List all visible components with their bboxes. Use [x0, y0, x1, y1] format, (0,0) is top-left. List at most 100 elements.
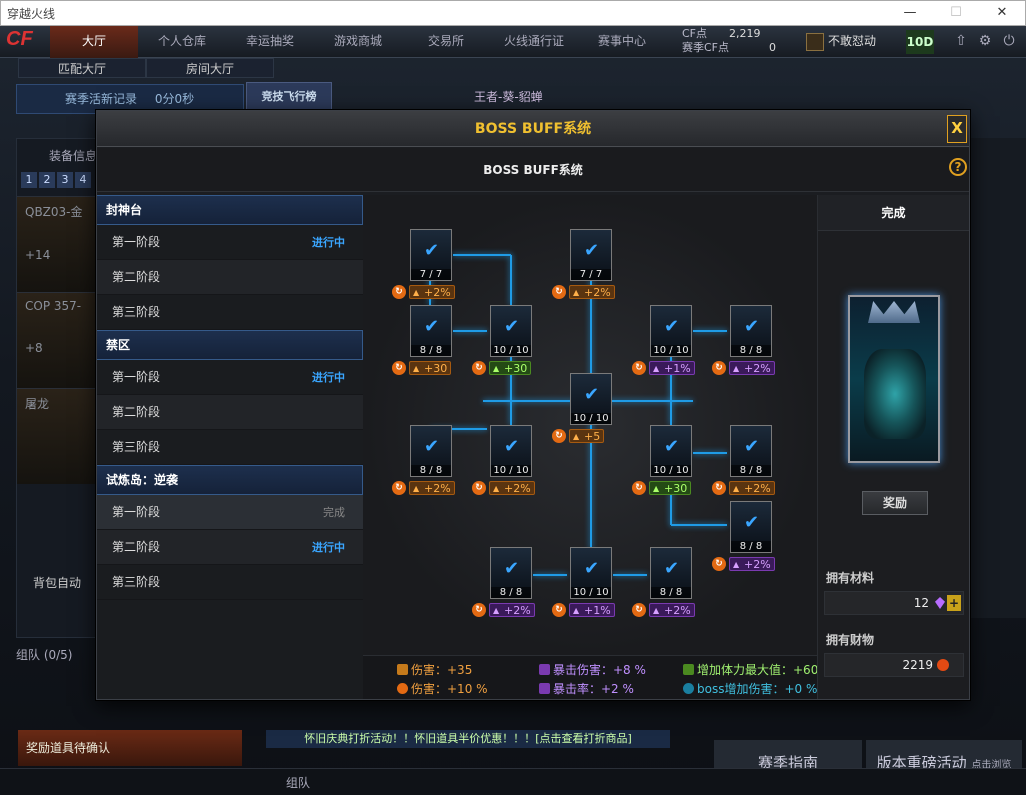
nav-shop[interactable]: 游戏商城 — [333, 34, 382, 48]
power-icon[interactable]: ⏻ — [1003, 33, 1015, 49]
add-material-button[interactable]: + — [947, 595, 961, 611]
nav-lucky-draw[interactable]: 幸运抽奖 — [245, 34, 294, 48]
cf-label: CF点 — [682, 27, 708, 40]
stage-item[interactable]: 第一阶段进行中 — [97, 225, 363, 260]
stage-status: 完成 — [323, 506, 345, 519]
node-portrait: ✔10 / 10 — [570, 373, 612, 425]
buff-node[interactable]: ✔8 / 8 ↻+30 — [392, 305, 454, 376]
buff-node[interactable]: ✔8 / 8 ↻+2% — [632, 547, 695, 618]
buff-value: +2% — [729, 361, 775, 376]
cf-logo[interactable]: CF — [6, 28, 33, 50]
upgrade-icon: ↻ — [392, 361, 406, 375]
weapon-slot[interactable]: QBZ03-金+14 — [17, 196, 97, 292]
rank-board-button[interactable]: 竞技飞行榜 — [246, 82, 332, 112]
crit-damage-icon — [539, 664, 550, 675]
summary-text: 伤害：+35 — [411, 663, 473, 677]
stage-item[interactable]: 第三阶段 — [97, 565, 363, 600]
buff-node[interactable]: ✔10 / 10 ↻+30 — [632, 425, 694, 496]
buff-node[interactable]: ✔10 / 10 ↻+30 — [472, 305, 534, 376]
award-confirm-bar[interactable]: 奖励道具待确认 — [18, 730, 242, 766]
weapon-slot[interactable]: 屠龙 — [17, 388, 97, 484]
node-portrait: ✔8 / 8 — [730, 425, 772, 477]
bag-auto-label[interactable]: 背包自动 — [33, 576, 82, 590]
weapon-name: 屠龙 — [25, 397, 50, 411]
equipment-header: 装备信息 — [49, 149, 98, 163]
stage-item[interactable]: 第一阶段完成 — [97, 495, 363, 530]
stage-item[interactable]: 第三阶段 — [97, 430, 363, 465]
node-count: 10 / 10 — [491, 465, 531, 476]
dialog-title: BOSS BUFF系统 — [97, 111, 969, 147]
buff-node[interactable]: ✔8 / 8 ↻+2% — [472, 547, 535, 618]
loadout-tab[interactable]: 1 — [21, 172, 37, 188]
node-count: 8 / 8 — [651, 587, 691, 598]
stage-group-header[interactable]: 封神台 — [97, 195, 363, 225]
buff-node[interactable]: ✔7 / 7 ↻+2% — [552, 229, 615, 300]
season-record-value: 0分0秒 — [154, 92, 195, 106]
stage-group-header[interactable]: 禁区 — [97, 330, 363, 360]
stage-group: 第一阶段完成 第二阶段进行中 第三阶段 — [97, 495, 363, 600]
summary-item: boss增加伤害：+0 % — [683, 680, 817, 697]
gear-icon[interactable]: ⚙ — [978, 33, 992, 49]
news-ticker[interactable]: 怀旧庆典打折活动！！怀旧道具半价优惠！！！[点击查看打折商品] — [266, 730, 670, 748]
nav-events[interactable]: 赛事中心 — [597, 34, 646, 48]
loadout-tab[interactable]: 4 — [75, 172, 91, 188]
buff-node[interactable]: ✔10 / 10 ↻+1% — [552, 547, 615, 618]
dialog-close-button[interactable]: X — [947, 115, 967, 143]
season-cf-label: 赛季CF点 — [682, 41, 730, 54]
nav-pass[interactable]: 火线通行证 — [503, 34, 564, 48]
buff-node[interactable]: ✔8 / 8 ↻+2% — [712, 501, 775, 572]
tab-match-lobby[interactable]: 匹配大厅 — [18, 58, 146, 78]
node-buff: ↻+30 — [632, 481, 692, 496]
buff-node[interactable]: ✔8 / 8 ↻+2% — [392, 425, 455, 496]
node-portrait: ✔7 / 7 — [570, 229, 612, 281]
stage-item[interactable]: 第二阶段进行中 — [97, 530, 363, 565]
upgrade-icon: ↻ — [632, 361, 646, 375]
stage-label: 第三阶段 — [112, 305, 161, 319]
node-count: 8 / 8 — [731, 345, 771, 356]
node-buff: ↻+2% — [552, 285, 615, 300]
node-portrait: ✔8 / 8 — [730, 501, 772, 553]
summary-text: 暴击伤害：+8 % — [553, 663, 646, 677]
help-icon[interactable]: ? — [949, 158, 967, 176]
close-window-button[interactable]: ✕ — [996, 5, 1008, 20]
stage-item[interactable]: 第一阶段进行中 — [97, 360, 363, 395]
player-level[interactable]: 10D — [906, 30, 934, 54]
node-portrait: ✔8 / 8 — [410, 425, 452, 477]
nav-lobby[interactable]: 大厅 — [50, 26, 138, 58]
player-rank[interactable]: 不敢怼动 — [806, 32, 876, 51]
upgrade-icon: ↻ — [712, 481, 726, 495]
node-portrait: ✔8 / 8 — [650, 547, 692, 599]
claim-reward-button[interactable]: 奖励 — [862, 491, 928, 515]
loadout-tab[interactable]: 3 — [57, 172, 73, 188]
node-count: 8 / 8 — [491, 587, 531, 598]
buff-value: +1% — [569, 603, 615, 618]
node-count: 10 / 10 — [491, 345, 531, 356]
loadout-tab[interactable]: 2 — [39, 172, 55, 188]
weapon-slot[interactable]: COP 357-+8 — [17, 292, 97, 388]
stage-group-header[interactable]: 试炼岛：逆袭 — [97, 465, 363, 495]
stage-item[interactable]: 第二阶段 — [97, 260, 363, 295]
buff-node[interactable]: ✔8 / 8 ↻+2% — [712, 425, 775, 496]
tab-room-lobby[interactable]: 房间大厅 — [146, 58, 274, 78]
nav-exchange[interactable]: 交易所 — [427, 34, 464, 48]
reward-panel: 完成 奖励 拥有材料 12 + 拥有财物 2219 — [817, 195, 969, 699]
stage-item[interactable]: 第三阶段 — [97, 295, 363, 330]
nav-warehouse[interactable]: 个人仓库 — [157, 34, 206, 48]
season-record-label: 赛季活新记录 — [65, 92, 138, 106]
stage-item[interactable]: 第二阶段 — [97, 395, 363, 430]
buff-node[interactable]: ✔8 / 8 ↻+2% — [712, 305, 775, 376]
season-record-bar[interactable]: 赛季活新记录 0分0秒 — [16, 84, 244, 114]
node-buff: ↻+5 — [552, 429, 605, 444]
buff-node[interactable]: ✔10 / 10 ↻+1% — [632, 305, 695, 376]
minimize-button[interactable]: — — [903, 5, 917, 20]
buff-node[interactable]: ✔10 / 10 ↻+2% — [472, 425, 535, 496]
reward-card[interactable] — [848, 295, 940, 463]
top-icons: ⇧ ⚙ ⏻ — [952, 32, 1018, 50]
damage-icon — [397, 664, 408, 675]
arrow-icon[interactable]: ⇧ — [955, 33, 967, 49]
buff-node[interactable]: ✔10 / 10 ↻+5 — [552, 373, 614, 444]
maximize-button[interactable]: ☐ — [950, 5, 962, 20]
material-label: 拥有材料 — [826, 571, 875, 585]
buff-node[interactable]: ✔7 / 7 ↻+2% — [392, 229, 455, 300]
